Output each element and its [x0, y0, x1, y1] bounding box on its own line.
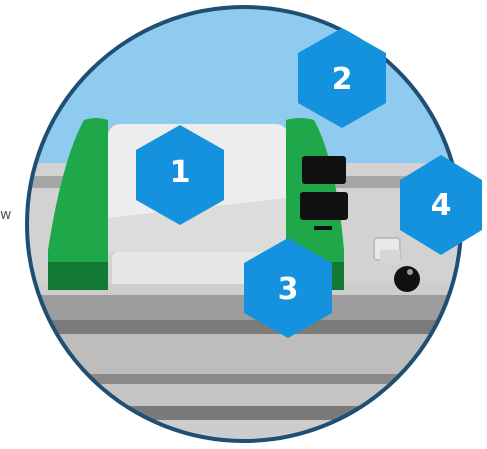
bench-band-1 — [0, 295, 487, 320]
marker-2-label: 2 — [332, 62, 353, 97]
display-screen-top — [302, 156, 346, 184]
bench-band-5 — [0, 384, 487, 406]
marker-1-label: 1 — [170, 155, 191, 190]
display-slot — [314, 226, 332, 230]
display-screen-bottom — [300, 192, 348, 220]
marker-3-label: 3 — [278, 272, 299, 307]
bench-band-2 — [0, 320, 487, 334]
bench-band-3 — [0, 334, 487, 374]
marker-4-label: 4 — [431, 188, 452, 223]
power-knob[interactable] — [394, 266, 420, 292]
bench-band-4 — [0, 374, 487, 384]
edge-text: w — [0, 207, 11, 223]
bench-band-6 — [0, 406, 487, 420]
